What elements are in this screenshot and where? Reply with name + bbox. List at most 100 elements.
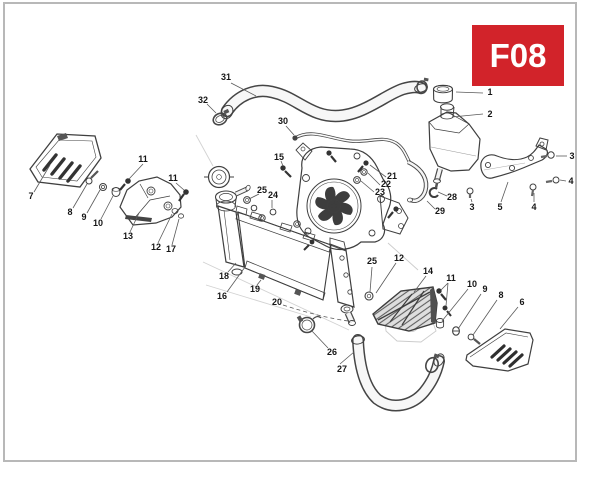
svg-text:24: 24: [268, 190, 278, 200]
callout-4b: 4: [531, 193, 537, 212]
callout-18: 18: [219, 262, 237, 281]
svg-text:30: 30: [278, 116, 288, 126]
callout-9a: 9: [81, 189, 101, 222]
expansion-tank: [428, 103, 481, 189]
svg-text:6: 6: [519, 297, 524, 307]
filler-neck: [214, 184, 251, 212]
callout-21: 21: [369, 164, 397, 181]
svg-text:16: 16: [217, 291, 227, 301]
callout-16: 16: [217, 266, 246, 301]
callout-3: 3: [556, 151, 575, 161]
callout-11b: 11: [168, 173, 185, 191]
svg-text:28: 28: [447, 192, 457, 202]
reference-lines: [195, 134, 437, 343]
svg-text:15: 15: [274, 152, 284, 162]
callout-1: 1: [455, 87, 493, 97]
callout-14: 14: [413, 266, 433, 293]
figure-code-badge: F08: [472, 25, 564, 86]
badge-background: [472, 25, 564, 86]
callout-3b: 3: [469, 198, 475, 212]
svg-text:29: 29: [435, 206, 445, 216]
svg-text:14: 14: [423, 266, 433, 276]
svg-text:8: 8: [67, 207, 72, 217]
callout-31: 31: [221, 72, 257, 97]
callout-11a: 11: [128, 154, 148, 180]
callout-9b: 9: [457, 284, 488, 330]
callout-27: 27: [337, 351, 355, 374]
callout-19: 19: [250, 279, 262, 294]
callout-4: 4: [559, 176, 574, 186]
svg-text:31: 31: [221, 72, 231, 82]
callout-8b: 8: [472, 290, 504, 336]
callouts: 31 32 30 1 2 3 4 5 4 3 28 29 15 25 24 21…: [28, 72, 574, 374]
callout-26: 26: [310, 329, 337, 357]
fan-assembly: [295, 142, 409, 251]
lower-hose: [351, 334, 445, 412]
lower-guard-bracket: [372, 286, 438, 332]
callout-13: 13: [123, 212, 140, 241]
callout-6: 6: [499, 297, 525, 330]
hose-clamp-26: [296, 315, 322, 334]
svg-text:11: 11: [446, 273, 456, 283]
overflow-hose: [292, 132, 412, 164]
svg-text:32: 32: [198, 95, 208, 105]
callout-25a: 25: [248, 185, 267, 200]
svg-text:20: 20: [272, 297, 282, 307]
callout-15: 15: [274, 152, 284, 167]
svg-text:12: 12: [151, 242, 161, 252]
callout-12a: 12: [151, 213, 173, 252]
tank-bracket: [480, 137, 549, 179]
callout-23: 23: [360, 180, 385, 197]
right-hardware: [364, 288, 481, 345]
radiator: [204, 165, 356, 326]
callout-11c: 11: [440, 273, 456, 307]
figure-code-text: F08: [490, 37, 547, 74]
radiator-cap: [204, 165, 234, 189]
callout-7: 7: [28, 164, 51, 201]
svg-text:9: 9: [81, 212, 86, 222]
svg-text:22: 22: [381, 179, 391, 189]
svg-text:4: 4: [568, 176, 573, 186]
upper-hose: [220, 80, 428, 123]
svg-text:23: 23: [375, 187, 385, 197]
callout-22: 22: [367, 172, 391, 189]
panel-vents: [490, 344, 524, 368]
callout-29: 29: [426, 200, 445, 216]
svg-text:7: 7: [28, 191, 33, 201]
svg-text:10: 10: [467, 279, 477, 289]
guard-plate: [29, 133, 102, 188]
svg-text:18: 18: [219, 271, 229, 281]
screws-11-left: [119, 178, 189, 202]
hose-clamp-upper-right: [416, 77, 429, 94]
callout-28: 28: [437, 191, 457, 202]
svg-text:21: 21: [387, 171, 397, 181]
callout-20: 20: [272, 297, 349, 322]
left-fasteners: [85, 170, 121, 197]
svg-text:9: 9: [482, 284, 487, 294]
metal-pipe-29: [406, 159, 429, 203]
svg-text:17: 17: [166, 244, 176, 254]
callout-5: 5: [497, 181, 509, 212]
hose-clamp-32: [212, 108, 230, 126]
svg-text:3: 3: [569, 151, 574, 161]
callout-10b: 10: [441, 279, 477, 322]
svg-text:27: 27: [337, 364, 347, 374]
side-panel: [465, 328, 534, 372]
svg-text:26: 26: [327, 347, 337, 357]
svg-text:2: 2: [487, 109, 492, 119]
pipe-clip-28: [428, 187, 439, 199]
callout-8a: 8: [67, 183, 88, 217]
callout-10a: 10: [93, 195, 114, 228]
callout-25b: 25: [367, 256, 377, 293]
callout-24: 24: [268, 190, 278, 208]
svg-text:11: 11: [168, 173, 178, 183]
svg-text:12: 12: [394, 253, 404, 263]
svg-text:3: 3: [469, 202, 474, 212]
louver-slots: [42, 153, 82, 183]
svg-text:11: 11: [138, 154, 148, 164]
svg-text:25: 25: [367, 256, 377, 266]
fan-blades: [315, 186, 353, 226]
svg-text:1: 1: [487, 87, 492, 97]
bracket-screws: [466, 151, 560, 198]
